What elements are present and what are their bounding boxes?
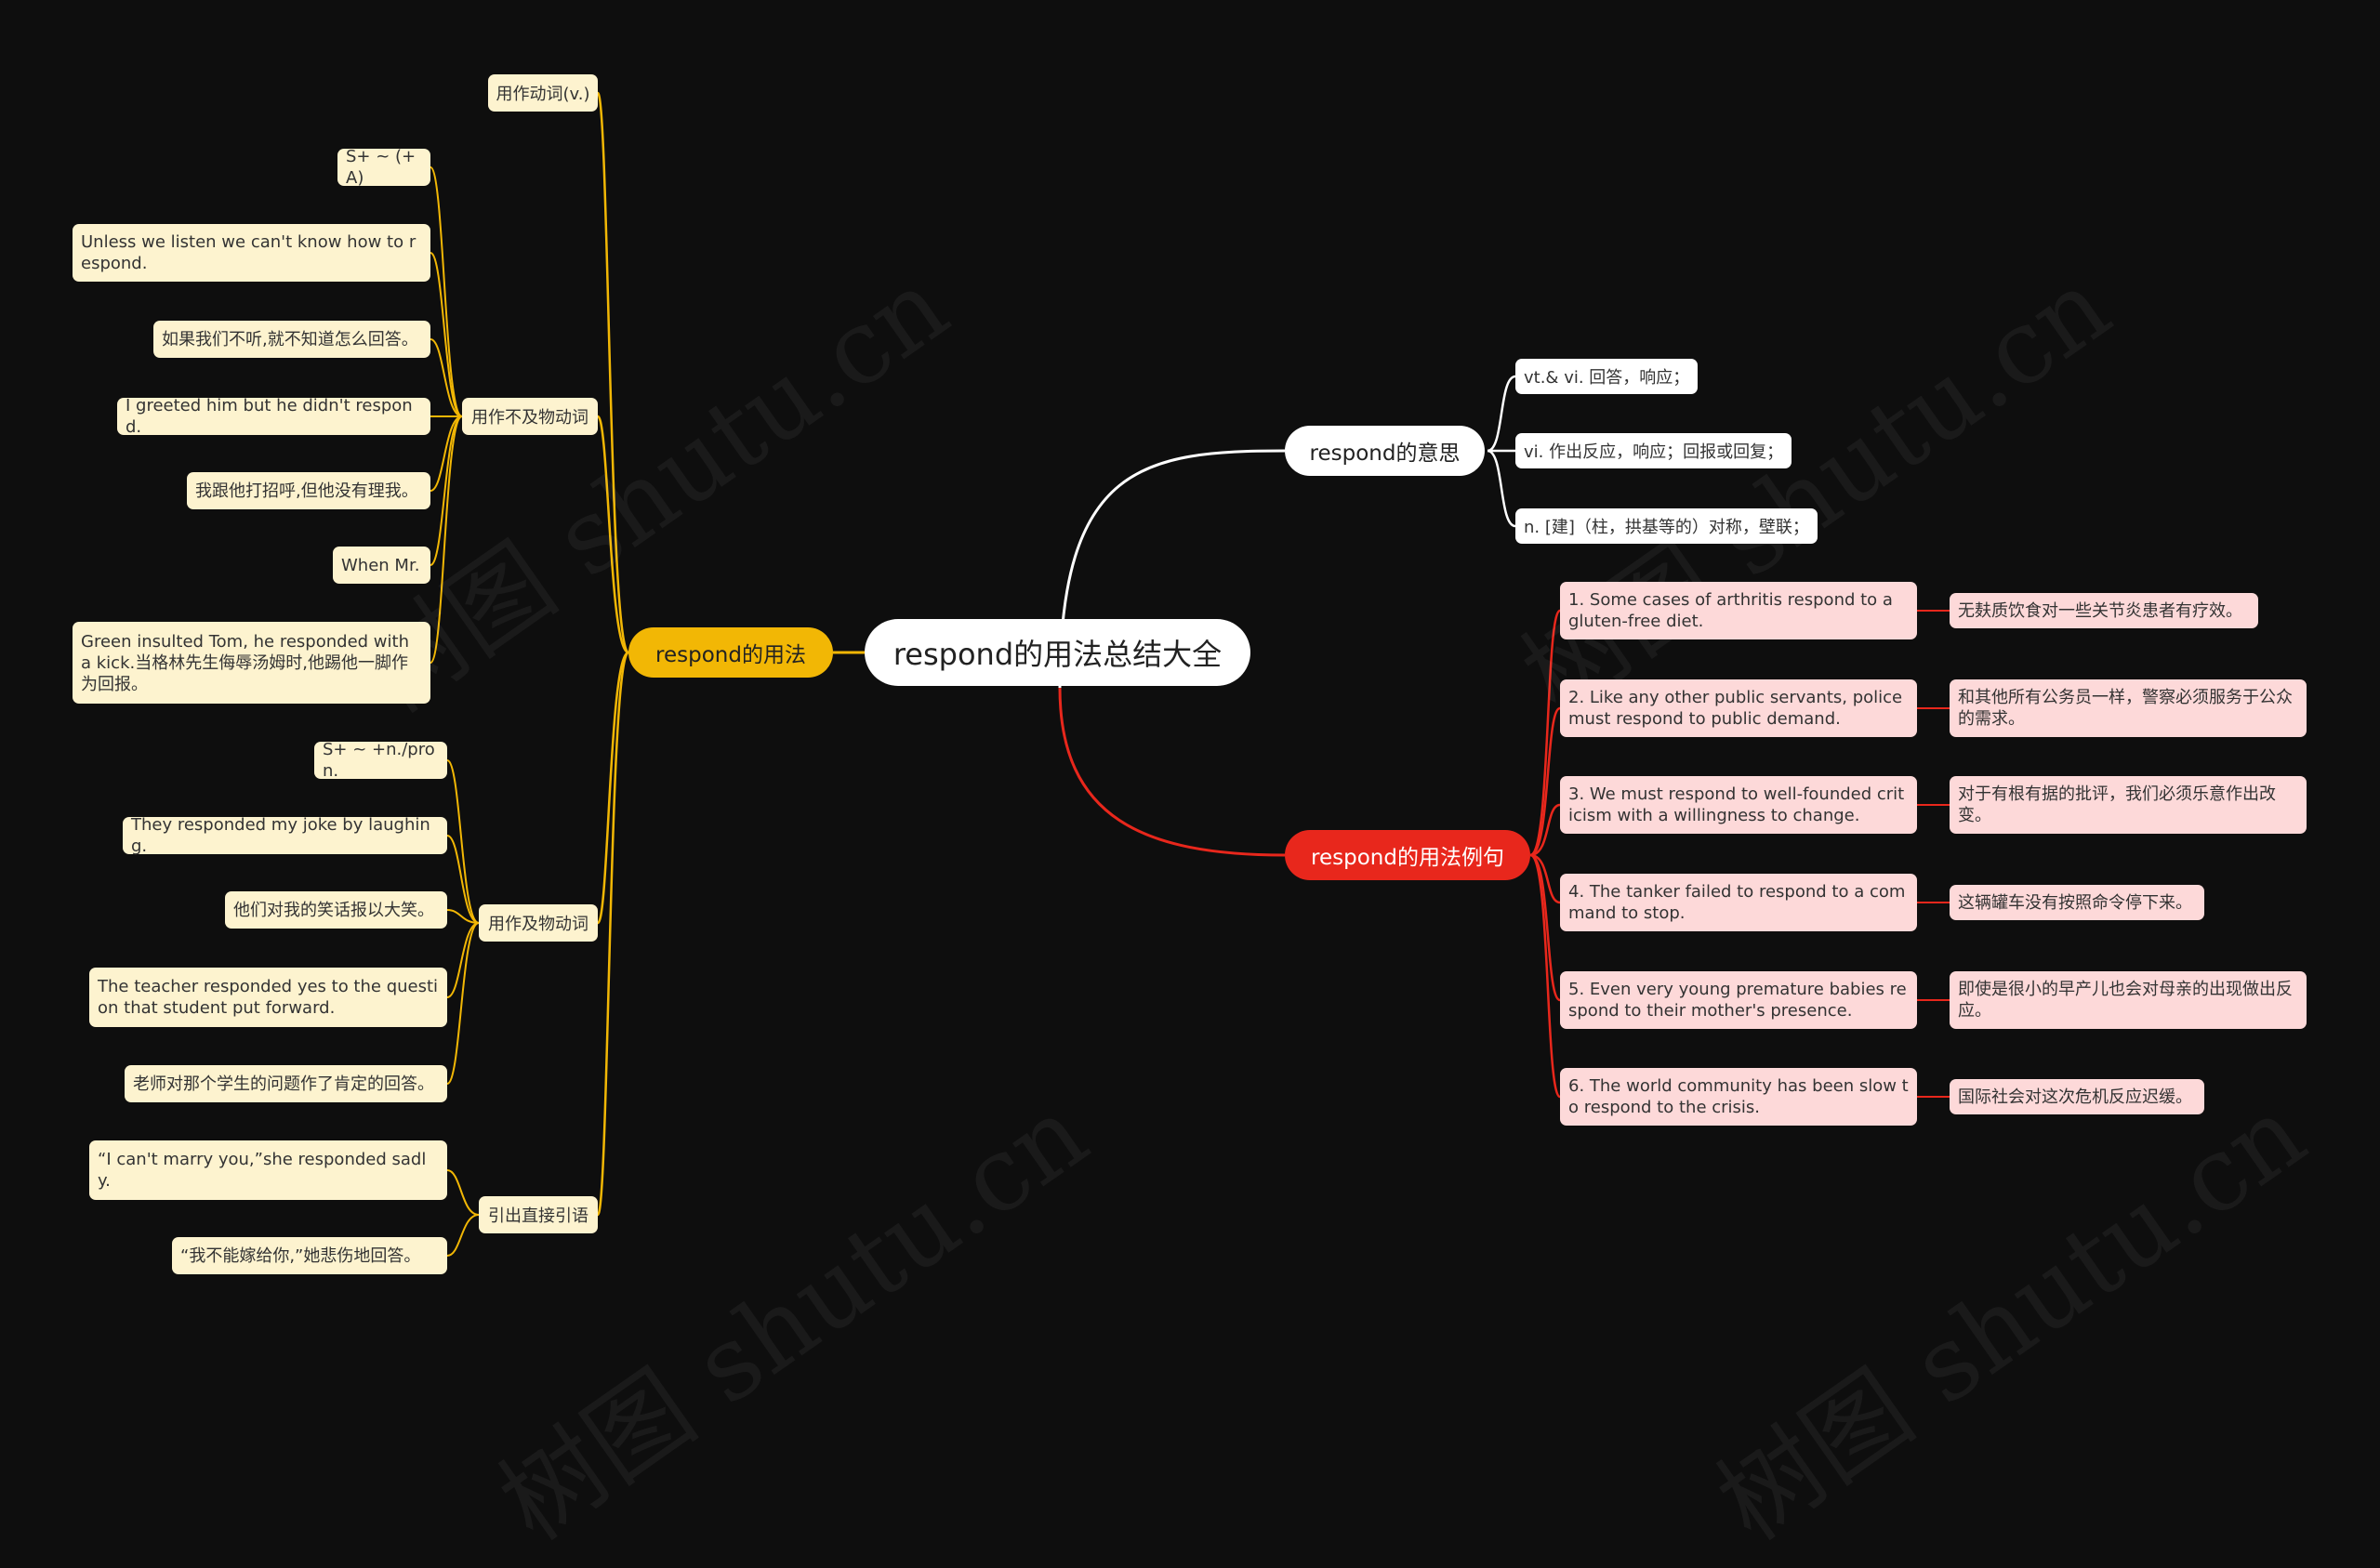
- example-sentence[interactable]: 6. The world community has been slow to …: [1560, 1068, 1917, 1126]
- meaning-item[interactable]: vt.& vi. 回答，响应；: [1515, 359, 1699, 394]
- usage-leaf[interactable]: Unless we listen we can't know how to re…: [73, 224, 430, 282]
- usage-leaf[interactable]: “我不能嫁给你,”她悲伤地回答。: [172, 1237, 447, 1274]
- example-translation[interactable]: 即使是很小的早产儿也会对母亲的出现做出反应。: [1950, 971, 2307, 1029]
- example-sentence[interactable]: 5. Even very young premature babies resp…: [1560, 971, 1917, 1029]
- example-sentence[interactable]: 1. Some cases of arthritis respond to a …: [1560, 582, 1917, 639]
- category-verb[interactable]: 用作动词(v.): [488, 74, 598, 112]
- example-translation[interactable]: 对于有根有据的批评，我们必须乐意作出改变。: [1950, 776, 2307, 834]
- connector-lines: [430, 91, 1950, 1257]
- branch-examples[interactable]: respond的用法例句: [1285, 830, 1530, 880]
- branch-usage[interactable]: respond的用法: [628, 627, 833, 678]
- usage-leaf[interactable]: 老师对那个学生的问题作了肯定的回答。: [125, 1065, 447, 1102]
- usage-leaf[interactable]: When Mr.: [333, 547, 430, 584]
- category-intransitive[interactable]: 用作不及物动词: [462, 398, 598, 435]
- example-sentence[interactable]: 3. We must respond to well-founded criti…: [1560, 776, 1917, 834]
- example-translation[interactable]: 国际社会对这次危机反应迟缓。: [1950, 1079, 2204, 1114]
- usage-leaf[interactable]: S+ ~ (+A): [337, 147, 430, 188]
- branch-meaning[interactable]: respond的意思: [1285, 426, 1485, 476]
- example-translation[interactable]: 和其他所有公务员一样，警察必须服务于公众的需求。: [1950, 679, 2307, 737]
- root-topic[interactable]: respond的用法总结大全: [865, 619, 1250, 686]
- example-sentence[interactable]: 2. Like any other public servants, polic…: [1560, 679, 1917, 737]
- example-translation[interactable]: 这辆罐车没有按照命令停下来。: [1950, 885, 2204, 920]
- usage-leaf[interactable]: 如果我们不听,就不知道怎么回答。: [153, 321, 430, 358]
- usage-leaf[interactable]: “I can't marry you,”she responded sadly.: [89, 1140, 447, 1200]
- usage-leaf[interactable]: Green insulted Tom, he responded with a …: [73, 622, 430, 704]
- example-translation[interactable]: 无麸质饮食对一些关节炎患者有疗效。: [1950, 593, 2258, 628]
- meaning-item[interactable]: vi. 作出反应，响应；回报或回复；: [1515, 433, 1792, 468]
- usage-leaf[interactable]: They responded my joke by laughing.: [123, 815, 447, 856]
- usage-leaf[interactable]: S+ ~ +n./pron.: [314, 740, 447, 781]
- example-sentence[interactable]: 4. The tanker failed to respond to a com…: [1560, 874, 1917, 931]
- meaning-item[interactable]: n. [建]（柱，拱基等的）对称，壁联；: [1515, 508, 1818, 544]
- category-quote[interactable]: 引出直接引语: [479, 1196, 598, 1233]
- usage-leaf[interactable]: The teacher responded yes to the questio…: [89, 968, 447, 1027]
- usage-leaf[interactable]: I greeted him but he didn't respond.: [117, 396, 430, 437]
- usage-leaf[interactable]: 他们对我的笑话报以大笑。: [225, 891, 447, 929]
- category-transitive[interactable]: 用作及物动词: [479, 904, 598, 942]
- usage-leaf[interactable]: 我跟他打招呼,但他没有理我。: [187, 472, 430, 509]
